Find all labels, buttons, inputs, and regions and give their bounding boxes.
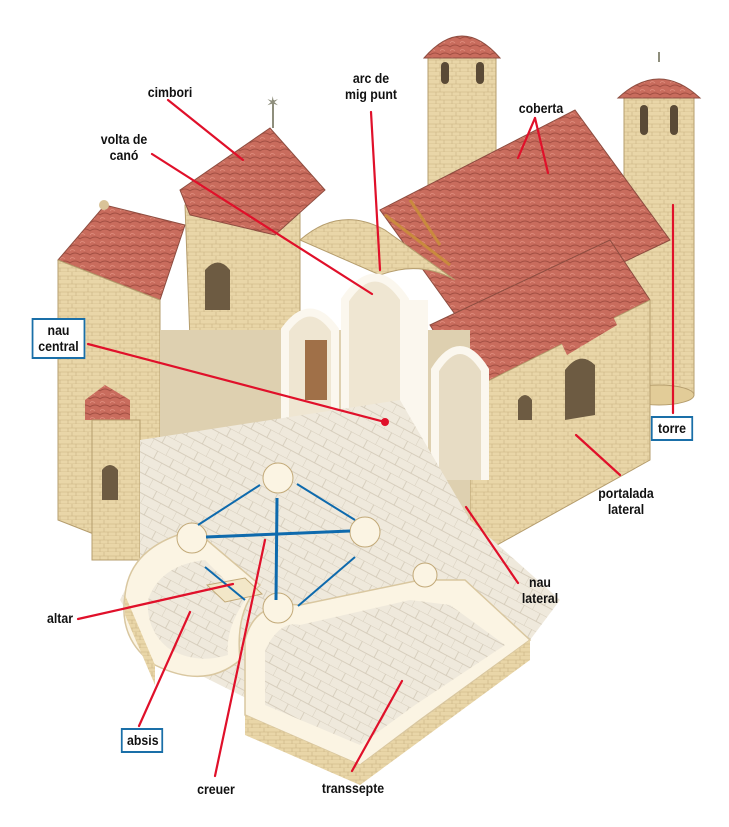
leader-nau-central bbox=[86, 342, 387, 424]
leader-coberta-a bbox=[516, 116, 537, 160]
leader-altar bbox=[76, 582, 235, 621]
leader-transsepte bbox=[350, 679, 404, 773]
leader-volta-de-cano bbox=[150, 152, 374, 296]
label-coberta: coberta bbox=[518, 100, 564, 116]
svg-text:✶: ✶ bbox=[266, 93, 279, 112]
pier-east bbox=[349, 516, 381, 548]
label-nau-lateral: nau lateral bbox=[521, 574, 559, 606]
leader-cimbori bbox=[166, 98, 245, 162]
leader-arc-de-mig-punt bbox=[369, 110, 382, 272]
label-altar: altar bbox=[46, 610, 74, 626]
crossing-tower: ✶ bbox=[179, 93, 326, 356]
crossing-edge-se bbox=[297, 556, 356, 607]
crossing-lines bbox=[197, 483, 356, 607]
label-portalada-lateral: portalada lateral bbox=[598, 485, 654, 517]
crossing-diagonal-ew bbox=[205, 529, 351, 539]
leader-creuer bbox=[213, 538, 267, 778]
crossing-edge-ne bbox=[296, 483, 356, 521]
label-arc-de-mig-punt: arc de mig punt bbox=[344, 70, 398, 102]
leader-absis bbox=[137, 610, 192, 728]
crossing-edge-sw bbox=[204, 566, 246, 601]
leader-coberta-b bbox=[533, 116, 550, 175]
label-absis: absis bbox=[120, 728, 164, 753]
leader-nau-central-dot bbox=[381, 418, 389, 426]
pier-south bbox=[262, 592, 294, 624]
crossing-diagonal-ns bbox=[274, 497, 279, 601]
leader-nau-lateral bbox=[464, 505, 520, 585]
label-volta-de-cano: volta de canó bbox=[100, 131, 148, 163]
barrel-vault bbox=[299, 219, 456, 281]
label-transsepte: transsepte bbox=[321, 780, 385, 796]
leader-portalada-lateral bbox=[574, 433, 622, 477]
leader-lines bbox=[76, 98, 675, 778]
label-creuer: creuer bbox=[197, 781, 235, 797]
pier-west bbox=[176, 522, 208, 554]
label-cimbori: cimbori bbox=[147, 84, 193, 100]
pier-north bbox=[262, 462, 294, 494]
label-torre: torre bbox=[650, 416, 694, 441]
crossing-edge-nw bbox=[197, 484, 261, 526]
label-nau-central: nau central bbox=[31, 318, 86, 359]
